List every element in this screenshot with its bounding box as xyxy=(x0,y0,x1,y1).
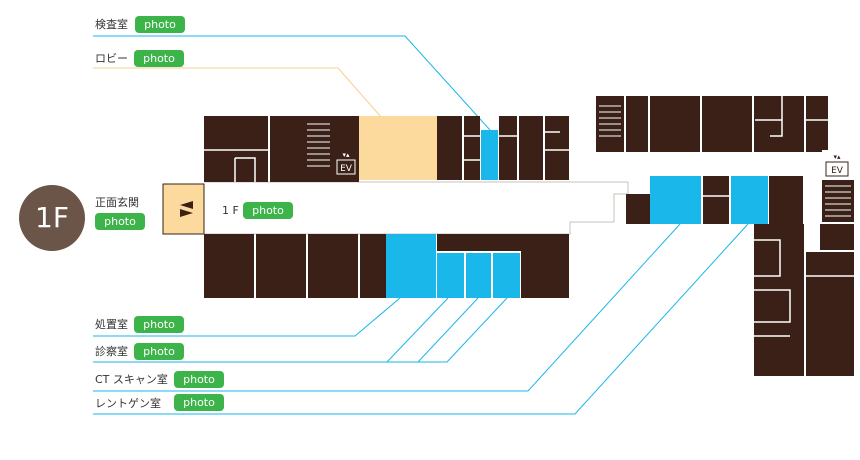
floor-badge: 1F xyxy=(19,185,85,251)
shochi-photo-button[interactable]: photo xyxy=(134,316,184,333)
rooms-brown xyxy=(204,96,854,376)
label-kensa: 検査室 xyxy=(95,18,128,31)
entrance-photo-button[interactable]: photo xyxy=(95,213,145,230)
shinsatsu-photo-button[interactable]: photo xyxy=(134,343,184,360)
leader-lobby xyxy=(93,67,383,119)
svg-text:▾▴: ▾▴ xyxy=(342,151,350,159)
elevator-1: EV ▾▴ xyxy=(333,140,359,182)
partitions xyxy=(204,96,854,337)
leader-kensa xyxy=(93,35,491,131)
room-shinsatsu-1 xyxy=(437,253,464,298)
room-shochi xyxy=(386,234,436,298)
label-ct: CT スキャン室 xyxy=(95,373,168,386)
kensa-photo-button[interactable]: photo xyxy=(135,16,185,33)
leader-lines xyxy=(93,35,749,415)
rentogen-photo-button[interactable]: photo xyxy=(174,394,224,411)
room-shinsatsu-3 xyxy=(493,253,520,298)
corridor-outline xyxy=(205,181,629,235)
corridor-photo-button[interactable]: photo xyxy=(243,202,293,219)
entrance-box xyxy=(162,183,205,235)
label-shinsatsu: 診察室 xyxy=(95,345,128,358)
corridor-label: 1 F xyxy=(222,204,239,217)
leader-shinsatsu-3 xyxy=(418,297,508,363)
stairs xyxy=(304,100,854,222)
room-shinsatsu-2 xyxy=(466,253,491,298)
room-rentogen xyxy=(731,176,768,224)
lobby-photo-button[interactable]: photo xyxy=(134,50,184,67)
entrance-arrows-icon xyxy=(180,201,193,217)
ev-label-1: EV xyxy=(340,164,353,174)
entrance-label: 正面玄関 xyxy=(95,196,139,209)
lobby-area xyxy=(359,116,437,180)
ev-label-2: EV xyxy=(831,166,844,176)
room-kensa xyxy=(481,130,498,180)
leader-shinsatsu-2 xyxy=(387,297,479,363)
svg-text:▾▴: ▾▴ xyxy=(833,153,841,161)
label-rentogen: レントゲン室 xyxy=(95,397,161,410)
label-lobby: ロビー xyxy=(95,52,128,65)
room-ct xyxy=(650,176,701,224)
leader-rentogen xyxy=(93,223,749,415)
rooms-highlight xyxy=(386,130,768,298)
leader-shochi xyxy=(93,297,401,337)
label-shochi: 処置室 xyxy=(95,318,128,331)
ct-photo-button[interactable]: photo xyxy=(174,371,224,388)
elevator-2: EV ▾▴ xyxy=(822,150,854,180)
leader-ct xyxy=(93,223,681,392)
